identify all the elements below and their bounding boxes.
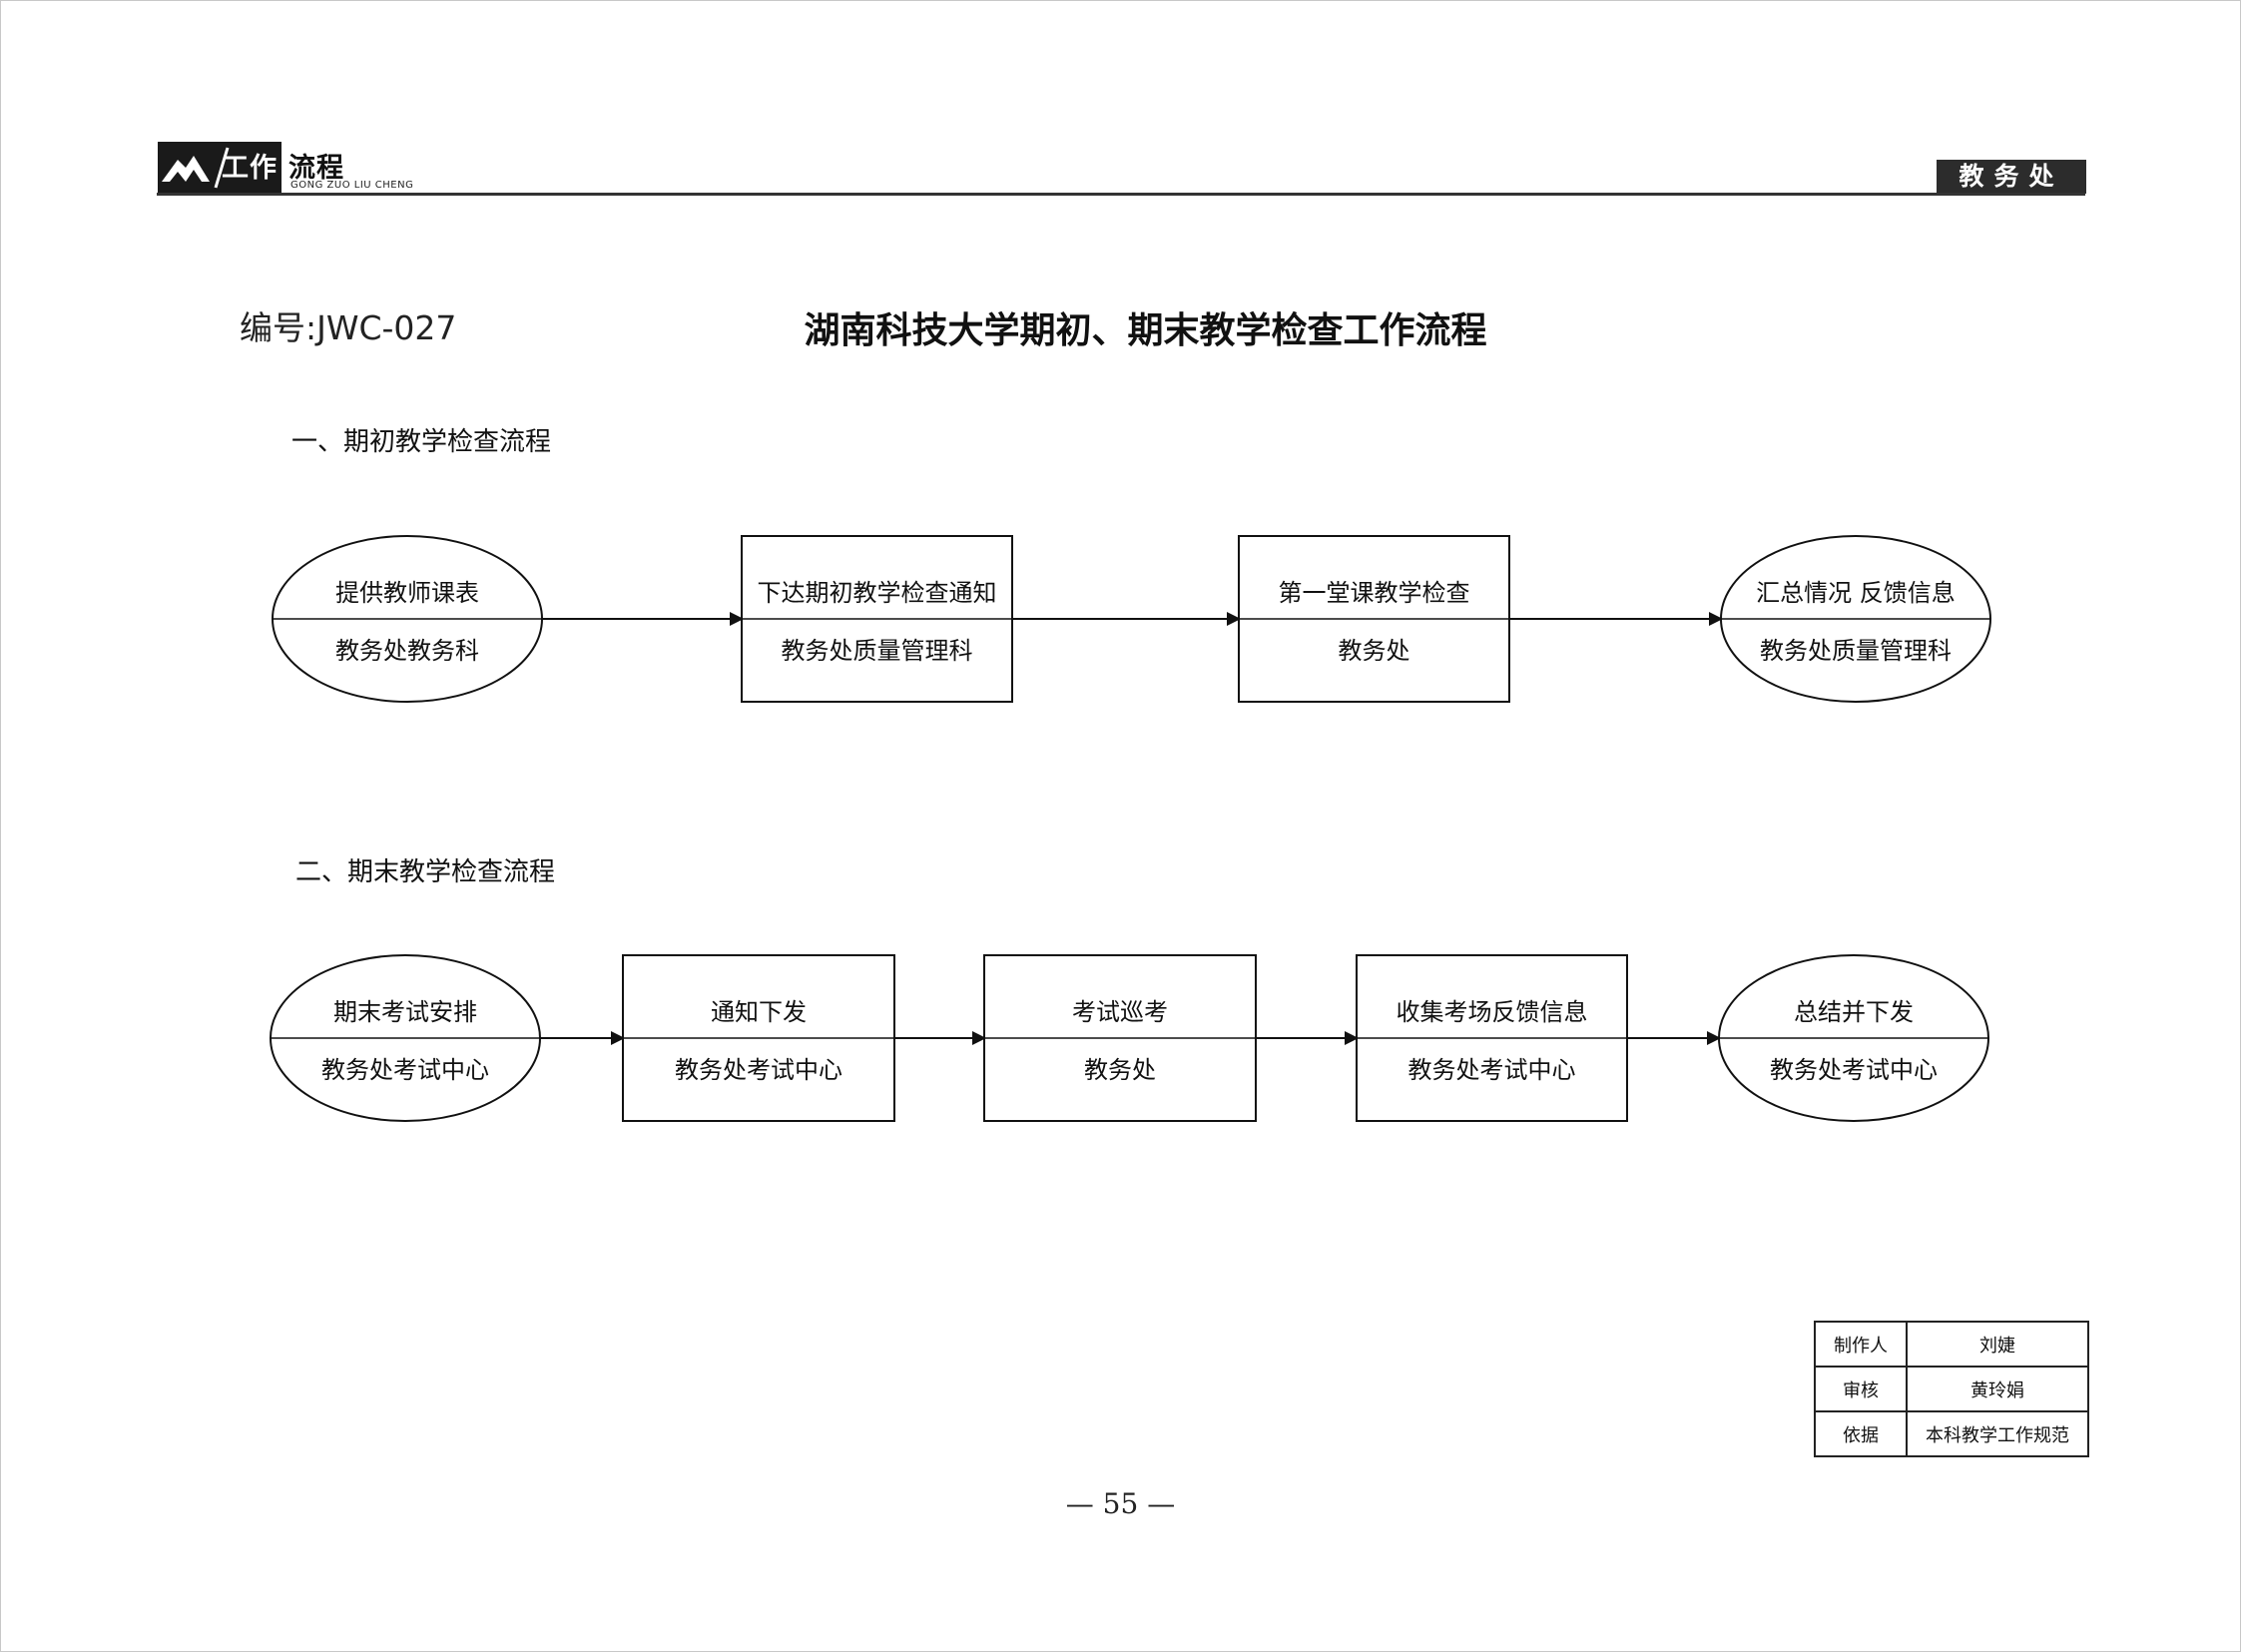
table-row: 依据 本科教学工作规范 — [1814, 1410, 2089, 1457]
node-owner-label: 教务处质量管理科 — [1760, 637, 1952, 665]
page-number: — 55 — — [1065, 1487, 1176, 1520]
table-row: 制作人 刘婕 — [1814, 1321, 2089, 1368]
section-title-opening: 一、期初教学检查流程 — [291, 427, 552, 457]
table-cell-label: 制作人 — [1814, 1321, 1908, 1368]
node-owner-label: 教务处 — [1084, 1056, 1156, 1084]
table-row: 审核 黄玲娟 — [1814, 1366, 2089, 1412]
logo-pinyin: GONG ZUO LIU CHENG — [290, 180, 414, 191]
node-action-label: 考试巡考 — [1072, 998, 1168, 1026]
node-action-label: 收集考场反馈信息 — [1397, 998, 1588, 1026]
table-cell-value: 本科教学工作规范 — [1906, 1410, 2089, 1457]
node-owner-label: 教务处考试中心 — [675, 1056, 842, 1084]
node-owner-label: 教务处质量管理科 — [782, 637, 973, 665]
node-action-label: 下达期初教学检查通知 — [758, 579, 997, 607]
node-action-label: 期末考试安排 — [333, 998, 477, 1026]
node-owner-label: 教务处考试中心 — [321, 1056, 489, 1084]
mountain-logo-icon — [162, 147, 230, 189]
node-action-label: 总结并下发 — [1794, 998, 1914, 1026]
table-cell-label: 审核 — [1814, 1366, 1908, 1412]
document-title: 湖南科技大学期初、期末教学检查工作流程 — [804, 310, 1487, 351]
info-table: 制作人 刘婕 审核 黄玲娟 依据 本科教学工作规范 — [1814, 1321, 2089, 1457]
table-cell-label: 依据 — [1814, 1410, 1908, 1457]
node-action-label: 汇总情况 反馈信息 — [1756, 579, 1956, 607]
node-owner-label: 教务处考试中心 — [1770, 1056, 1938, 1084]
node-action-label: 提供教师课表 — [335, 579, 479, 607]
logo-block — [158, 142, 281, 194]
department-badge: 教务处 — [1937, 160, 2086, 194]
node-action-label: 第一堂课教学检查 — [1279, 579, 1470, 607]
header-rule — [157, 193, 2085, 196]
logo-suffix-text: 流程 — [288, 153, 344, 184]
flow-section-1: 提供教师课表教务处教务科下达期初教学检查通知教务处质量管理科第一堂课教学检查教务… — [272, 535, 1991, 703]
node-owner-label: 教务处教务科 — [335, 637, 479, 665]
node-action-label: 通知下发 — [711, 998, 807, 1026]
table-cell-value: 黄玲娟 — [1906, 1366, 2089, 1412]
table-cell-value: 刘婕 — [1906, 1321, 2089, 1368]
logo-main-text: 工作 — [222, 153, 278, 184]
node-owner-label: 教务处考试中心 — [1408, 1056, 1576, 1084]
flow-section-2: 期末考试安排教务处考试中心通知下发教务处考试中心考试巡考教务处收集考场反馈信息教… — [270, 954, 1989, 1122]
document-number: 编号:JWC-027 — [240, 308, 457, 347]
node-owner-label: 教务处 — [1339, 637, 1410, 665]
section-title-final: 二、期末教学检查流程 — [295, 857, 556, 887]
